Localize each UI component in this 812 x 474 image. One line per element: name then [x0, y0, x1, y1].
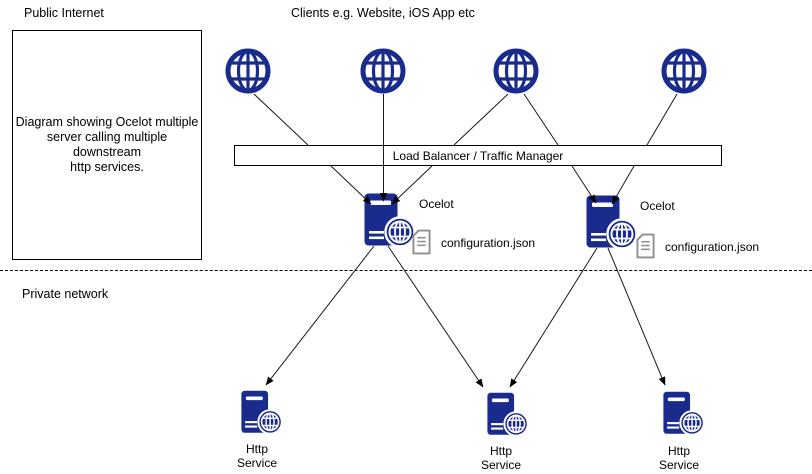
http-service-label-line: Service	[480, 458, 521, 472]
client-globe-icon	[225, 48, 271, 94]
description-text: Diagram showing Ocelot multiple server c…	[13, 115, 201, 175]
client-globe-icon	[661, 48, 707, 94]
configuration-file-label: configuration.json	[665, 240, 760, 254]
private-network-label: Private network	[22, 287, 109, 301]
http-service-label-line: Http	[489, 444, 512, 458]
http-service-label-line: Service	[658, 458, 699, 472]
http-service-label-line: Http	[245, 442, 268, 456]
edge-ocelot2-service3	[607, 247, 666, 386]
load-balancer-box: Load Balancer / Traffic Manager	[234, 145, 722, 166]
edge-ocelot2-service2	[509, 247, 598, 388]
http-service-label: Http Service	[207, 442, 307, 470]
network-boundary-dashed-line	[0, 270, 812, 271]
edge-ocelot1-service1	[265, 245, 375, 386]
ocelot-server-globe-icon	[364, 193, 416, 249]
edge-client4-lb	[646, 93, 678, 146]
edge-client1-lb	[253, 93, 309, 146]
description-line: server calling multiple downstream	[46, 130, 168, 159]
client-globe-icon	[360, 48, 406, 94]
edge-client3-lb-right	[523, 93, 559, 146]
configuration-document-icon	[636, 233, 655, 259]
clients-label: Clients e.g. Website, iOS App etc	[291, 6, 475, 20]
description-line: http services.	[70, 160, 144, 174]
http-service-server-globe-icon	[663, 388, 705, 440]
ocelot-label: Ocelot	[640, 199, 675, 213]
description-line: Diagram showing Ocelot multiple	[15, 115, 199, 129]
ocelot-server-globe-icon	[586, 195, 638, 251]
load-balancer-label: Load Balancer / Traffic Manager	[392, 148, 564, 163]
public-internet-label: Public Internet	[24, 6, 104, 20]
client-globe-icon	[493, 48, 539, 94]
edge-ocelot1-service2	[387, 245, 484, 388]
http-service-label: Http Service	[629, 444, 729, 472]
configuration-document-icon	[412, 229, 431, 255]
http-service-label-line: Service	[236, 456, 277, 470]
description-box: Diagram showing Ocelot multiple server c…	[12, 30, 202, 260]
ocelot-label: Ocelot	[419, 197, 454, 211]
http-service-server-globe-icon	[487, 389, 529, 441]
edge-client3-lb-left	[453, 93, 509, 146]
http-service-label-line: Http	[667, 444, 690, 458]
configuration-file-label: configuration.json	[441, 236, 536, 250]
http-service-server-globe-icon	[241, 387, 283, 439]
http-service-label: Http Service	[451, 444, 551, 472]
